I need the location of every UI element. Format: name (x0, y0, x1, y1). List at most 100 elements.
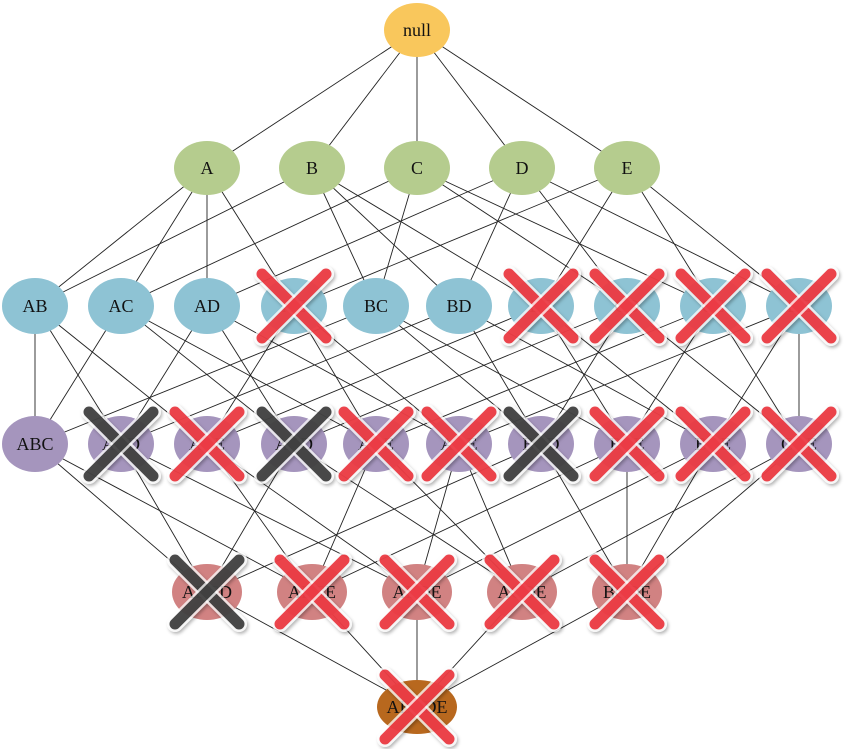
node-BCD: BCD (501, 404, 581, 484)
node-label: C (411, 158, 423, 178)
nodes-layer: nullABCDEABACADAEBCBDBECDCEDEABCABDABEAC… (2, 3, 839, 747)
node-BDE: BDE (673, 404, 753, 484)
black-cross-icon (501, 404, 581, 484)
node-E: E (594, 141, 660, 195)
node-BC: BC (343, 278, 409, 334)
edge-D-AD (206, 167, 523, 307)
node-AD: AD (174, 278, 240, 334)
node-ellipse (384, 3, 450, 57)
node-ellipse (2, 416, 68, 472)
node-ellipse (384, 141, 450, 195)
red-cross-icon (254, 266, 334, 346)
node-ABE: ABE (167, 404, 247, 484)
edge-ABC-ABCE (34, 443, 313, 593)
node-ellipse (174, 278, 240, 334)
node-DE: DE (759, 266, 839, 346)
node-label: null (403, 20, 431, 40)
edge-A-AB (34, 167, 208, 307)
node-AC: AC (88, 278, 154, 334)
edge-null-D (416, 29, 523, 169)
edge-E-AE (293, 167, 628, 307)
node-null: null (384, 3, 450, 57)
edge-B-AB (34, 167, 313, 307)
red-cross-icon (759, 404, 839, 484)
red-cross-icon (587, 552, 667, 632)
node-ABC: ABC (2, 416, 68, 472)
black-cross-icon (254, 404, 334, 484)
node-label: D (516, 158, 529, 178)
edge-null-E (416, 29, 628, 169)
node-label: B (306, 158, 318, 178)
node-AB: AB (2, 278, 68, 334)
edge-B-BD (311, 167, 460, 307)
node-label: A (201, 158, 214, 178)
edge-ABCD-ABCDE (206, 591, 418, 708)
node-ADE: ADE (419, 404, 499, 484)
node-ellipse (594, 141, 660, 195)
red-cross-icon (673, 266, 753, 346)
node-ABDE: ABDE (377, 552, 457, 632)
red-cross-icon (419, 404, 499, 484)
node-BCE: BCE (587, 404, 667, 484)
black-cross-icon (81, 404, 161, 484)
edge-BC-BCE (375, 305, 628, 445)
node-A: A (174, 141, 240, 195)
node-CDE: CDE (759, 404, 839, 484)
edge-C-CE (416, 167, 714, 307)
edge-BDE-ABDE (416, 443, 714, 593)
edge-null-B (311, 29, 418, 169)
edge-null-A (206, 29, 418, 169)
node-ellipse (426, 278, 492, 334)
node-ABCE: ABCE (272, 552, 352, 632)
edge-AD-ADE (206, 305, 460, 445)
node-label: E (622, 158, 633, 178)
edge-BD-BDE (458, 305, 714, 445)
red-cross-icon (501, 266, 581, 346)
node-C: C (384, 141, 450, 195)
node-ellipse (88, 278, 154, 334)
black-cross-icon (167, 552, 247, 632)
red-cross-icon (336, 404, 416, 484)
node-label: BC (364, 296, 388, 316)
edge-ACD-ACDE (293, 443, 523, 593)
node-ellipse (174, 141, 240, 195)
node-ACD: ACD (254, 404, 334, 484)
red-cross-icon (759, 266, 839, 346)
red-cross-icon (587, 404, 667, 484)
node-label: AD (194, 296, 220, 316)
node-ellipse (279, 141, 345, 195)
edge-AC-ACE (120, 305, 377, 445)
node-label: BD (446, 296, 471, 316)
edge-D-DE (521, 167, 800, 307)
node-D: D (489, 141, 555, 195)
red-cross-icon (482, 552, 562, 632)
node-label: AC (108, 296, 133, 316)
red-cross-icon (377, 552, 457, 632)
node-ABD: ABD (81, 404, 161, 484)
node-AE: AE (254, 266, 334, 346)
edge-B-BE (311, 167, 542, 307)
node-ellipse (343, 278, 409, 334)
edge-BCDE-ABCDE (416, 591, 628, 708)
edge-C-CD (416, 167, 628, 307)
node-ellipse (2, 278, 68, 334)
node-BE: BE (501, 266, 581, 346)
node-ACDE: ACDE (482, 552, 562, 632)
edge-ABD-ABDE (120, 443, 418, 593)
node-CE: CE (673, 266, 753, 346)
red-cross-icon (167, 404, 247, 484)
node-label: ABC (16, 434, 53, 454)
red-cross-icon (673, 404, 753, 484)
node-BD: BD (426, 278, 492, 334)
red-cross-icon (377, 667, 457, 747)
red-cross-icon (272, 552, 352, 632)
node-label: AB (22, 296, 47, 316)
edge-C-AC (120, 167, 418, 307)
node-ACE: ACE (336, 404, 416, 484)
edge-CDE-ACDE (521, 443, 800, 593)
node-ellipse (489, 141, 555, 195)
